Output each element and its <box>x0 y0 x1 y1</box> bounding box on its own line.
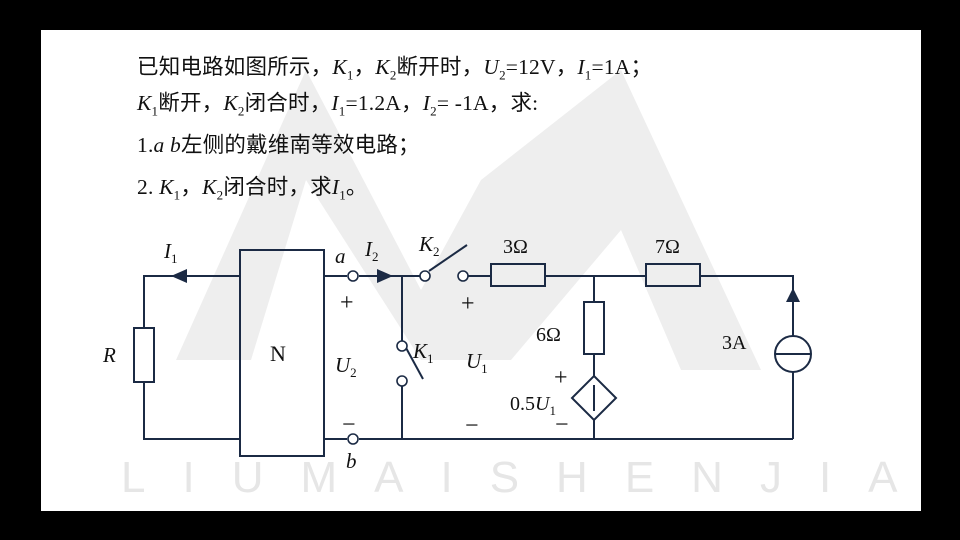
label-dep-value: 0.5U1 <box>510 393 556 418</box>
label-K1: K1 <box>412 339 434 366</box>
label-K2: K2 <box>418 232 440 259</box>
problem-line-3: 1.a b左侧的戴维南等效电路； <box>137 133 420 157</box>
terminal-b <box>347 433 359 445</box>
label-a: a <box>335 244 346 268</box>
watermark: LIUMAISHENJIAN <box>121 70 921 502</box>
watermark-logo <box>176 70 761 370</box>
plus-U1: + <box>461 291 475 317</box>
switch-K2-left <box>419 270 431 282</box>
terminal-a <box>347 270 359 282</box>
slide: LIUMAISHENJIAN 已知电路如图所示，K1，K2断开时，U2=12V，… <box>41 30 921 511</box>
switch-K1-bottom <box>396 375 408 387</box>
circuit-diagram: I1 I2 a K2 3Ω 7Ω R N + U2 − b K1 + U1 − … <box>102 232 812 473</box>
label-7ohm: 7Ω <box>655 236 680 258</box>
label-b: b <box>346 449 357 473</box>
resistor-6ohm <box>583 301 605 355</box>
label-6ohm: 6Ω <box>536 324 561 346</box>
watermark-brand: LIUMAISHENJIAN <box>121 453 921 502</box>
label-3A: 3A <box>722 332 747 354</box>
wire-r7-source <box>700 275 794 336</box>
minus-dep: − <box>555 412 569 438</box>
plus-dep: + <box>554 365 568 391</box>
arrow-source-up <box>786 288 800 302</box>
label-I1: I1 <box>163 239 178 266</box>
problem-line-2: K1断开，K2闭合时，I1=1.2A，I2= -1A，求: <box>137 91 539 119</box>
switch-K2-right <box>457 270 469 282</box>
minus-U1: − <box>465 413 479 439</box>
label-U1: U1 <box>466 349 488 376</box>
resistor-7ohm <box>645 263 701 287</box>
label-N: N <box>270 341 286 366</box>
switch-K1-top <box>396 340 408 352</box>
resistor-3ohm <box>490 263 546 287</box>
switch-K1-blade <box>404 345 424 380</box>
resistor-R <box>133 327 155 383</box>
label-I2: I2 <box>364 237 379 264</box>
label-R: R <box>102 343 116 367</box>
problem-line-4: 2. K1，K2闭合时，求I1。 <box>137 175 368 203</box>
arrow-I1 <box>171 269 187 283</box>
wire-left-bottom <box>143 382 240 440</box>
wire-left-top <box>143 275 240 328</box>
arrow-I2 <box>377 269 393 283</box>
label-3ohm: 3Ω <box>503 236 528 258</box>
label-U2: U2 <box>335 353 357 380</box>
problem-line-1: 已知电路如图所示，K1，K2断开时，U2=12V，I1=1A； <box>137 55 653 83</box>
network-N-box <box>239 249 325 457</box>
plus-U2: + <box>340 290 354 316</box>
minus-U2: − <box>342 412 356 438</box>
switch-K2-blade <box>428 244 468 272</box>
